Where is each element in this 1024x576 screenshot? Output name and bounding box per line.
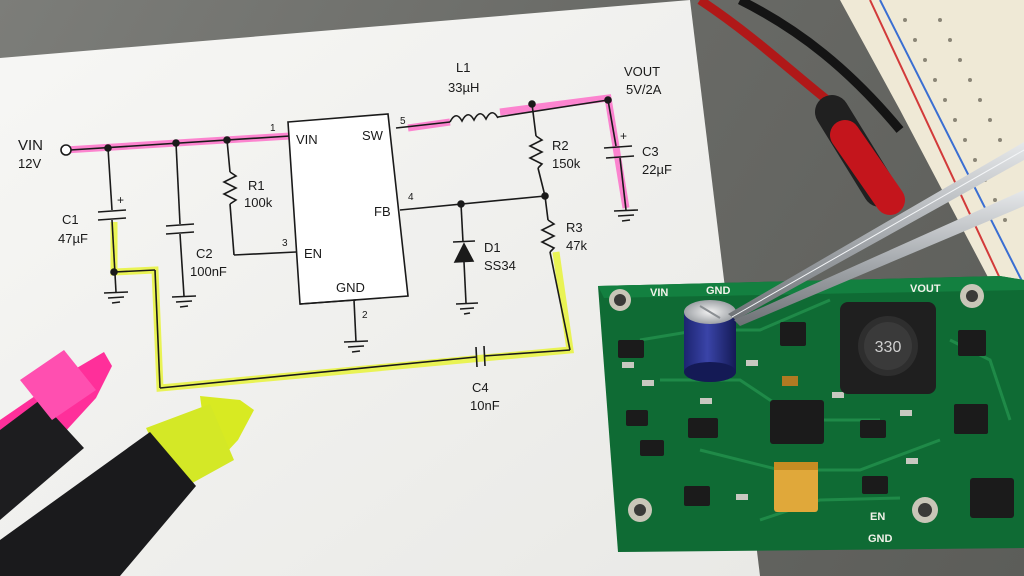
probe-cables bbox=[697, 0, 905, 215]
yellow-highlighter bbox=[0, 396, 254, 576]
c2-value: 100nF bbox=[190, 264, 227, 279]
pcb-silk-en: EN bbox=[870, 511, 885, 523]
vin-voltage: 12V bbox=[18, 156, 41, 171]
pcb-silk-vin: VIN bbox=[650, 287, 668, 299]
tweezers bbox=[728, 142, 1024, 326]
pcb-silk-gnd-bottom: GND bbox=[868, 533, 893, 545]
pcb-silk-gnd-top: GND bbox=[706, 285, 731, 297]
c3-value: 22µF bbox=[642, 162, 672, 177]
ic-pin-vin: VIN bbox=[296, 132, 318, 147]
ic-pin-5-number: 5 bbox=[400, 116, 406, 127]
r2-ref: R2 bbox=[552, 138, 569, 153]
l1-ref: L1 bbox=[456, 60, 470, 75]
c1-value: 47µF bbox=[58, 231, 88, 246]
pcb-electrolytic-capacitor bbox=[684, 300, 736, 382]
ic-pin-3-number: 3 bbox=[282, 238, 288, 249]
ic-pin-en: EN bbox=[304, 246, 322, 261]
pink-highlighter bbox=[0, 350, 112, 520]
pcb-ic-chip bbox=[770, 400, 824, 444]
vout-rating: 5V/2A bbox=[626, 82, 662, 97]
d1-value: SS34 bbox=[484, 258, 516, 273]
pcb-board: 330 VIN GND VOUT EN GND bbox=[598, 276, 1024, 552]
pcb-tantalum-capacitor bbox=[774, 462, 818, 512]
l1-value: 33µH bbox=[448, 80, 479, 95]
vin-label: VIN bbox=[18, 137, 43, 154]
schematic: VIN 12V + C1 47µF C2 100nF R1 100k 1 VIN… bbox=[18, 60, 672, 413]
ic-pin-4-number: 4 bbox=[408, 192, 414, 203]
c1-ref: C1 bbox=[62, 212, 79, 227]
ic-pin-gnd: GND bbox=[336, 280, 365, 295]
c1-plus: + bbox=[117, 193, 124, 207]
c3-plus: + bbox=[620, 129, 627, 143]
r3-ref: R3 bbox=[566, 220, 583, 235]
c2-ref: C2 bbox=[196, 246, 213, 261]
inductor-marking: 330 bbox=[875, 339, 902, 356]
c4-value: 10nF bbox=[470, 398, 500, 413]
r2-value: 150k bbox=[552, 156, 581, 171]
ic-pin-fb: FB bbox=[374, 204, 391, 219]
d1-ref: D1 bbox=[484, 240, 501, 255]
r3-value: 47k bbox=[566, 238, 587, 253]
ic-pin-2-number: 2 bbox=[362, 310, 368, 321]
c3-ref: C3 bbox=[642, 144, 659, 159]
c4-ref: C4 bbox=[472, 380, 489, 395]
ic-pin-sw: SW bbox=[362, 128, 384, 143]
pcb-inductor: 330 bbox=[840, 302, 936, 394]
r1-value: 100k bbox=[244, 195, 273, 210]
ic-pin-1-number: 1 bbox=[270, 123, 276, 134]
pcb-silk-vout: VOUT bbox=[910, 283, 941, 295]
r1-ref: R1 bbox=[248, 178, 265, 193]
vout-label: VOUT bbox=[624, 64, 660, 79]
